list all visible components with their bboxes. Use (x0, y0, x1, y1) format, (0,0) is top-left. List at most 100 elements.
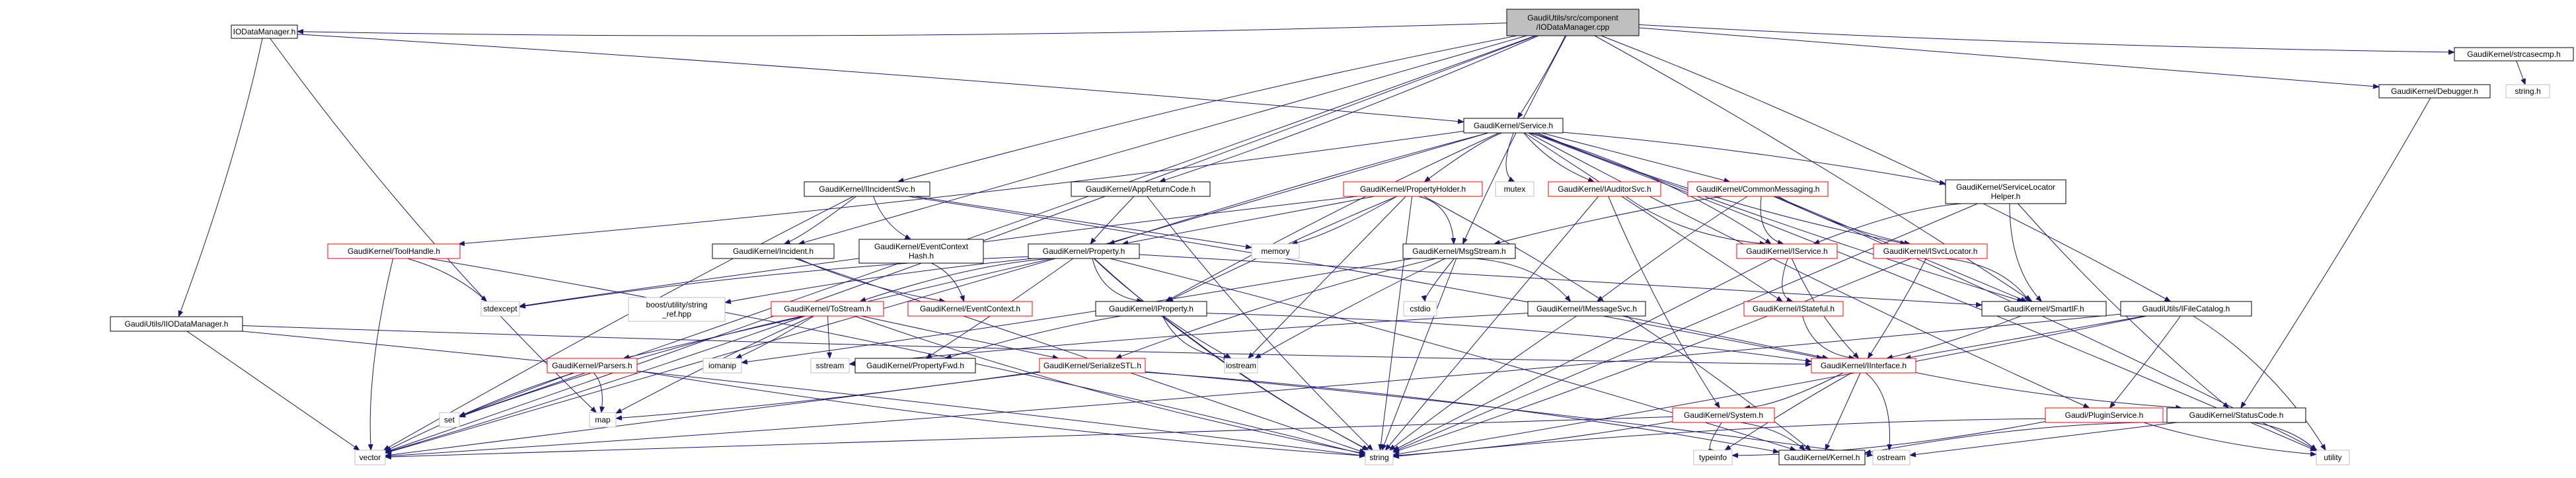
edge-Parsers-to-string (636, 370, 1366, 458)
node-label: stdexcept (483, 304, 517, 313)
node-cstdio: cstdio (1403, 301, 1437, 317)
node-label: vector (360, 453, 381, 462)
edge-Property-to-boost_string_ref (724, 258, 1034, 304)
node-box (1028, 243, 1140, 259)
node-box (327, 243, 461, 259)
node-IService[interactable]: GaudiKernel/IService.h (1736, 243, 1838, 259)
node-box (628, 297, 726, 322)
node-AppReturnCode[interactable]: GaudiKernel/AppReturnCode.h (1071, 181, 1211, 197)
node-box (810, 358, 850, 374)
edge-Service-to-PluginService (1528, 132, 2090, 409)
edge-IProperty-to-string (1162, 315, 1369, 451)
node-label: GaudiKernel/ISvcLocator.h (1883, 247, 1978, 256)
node-PropertyFwd[interactable]: GaudiKernel/PropertyFwd.h (854, 358, 976, 374)
node-IStateful[interactable]: GaudiKernel/IStateful.h (1743, 301, 1844, 317)
edge-root-to-IIncidentSvc (897, 35, 1517, 183)
node-label: typeinfo (1699, 453, 1727, 462)
node-label: Gaudi/PluginService.h (2065, 411, 2144, 420)
node-label: GaudiKernel/IProperty.h (1109, 304, 1193, 313)
edge-IAuditorSvc-to-IService (1626, 196, 1766, 247)
node-box (547, 358, 638, 374)
node-PluginService[interactable]: Gaudi/PluginService.h (2045, 407, 2164, 423)
edge-IFileCatalog-to-utility (2193, 315, 2326, 451)
node-mutex: mutex (1495, 181, 1534, 197)
node-label: GaudiKernel/EventContext (874, 242, 969, 251)
node-CommonMessaging[interactable]: GaudiKernel/CommonMessaging.h (1687, 181, 1829, 197)
node-IODataManager_h[interactable]: IODataManager.h (231, 24, 298, 39)
node-box (1736, 243, 1838, 259)
node-box (1402, 243, 1516, 259)
node-box (858, 239, 984, 264)
node-root[interactable]: GaudiUtils/src/component/IODataManager.c… (1506, 9, 1640, 36)
edge-Service-to-ServiceLocatorHelper (1562, 132, 1946, 186)
node-Kernel[interactable]: GaudiKernel/Kernel.h (1778, 450, 1866, 465)
node-set: set (439, 412, 460, 428)
node-IIncidentSvc[interactable]: GaudiKernel/IIncidentSvc.h (804, 181, 930, 197)
node-label: cstdio (1410, 304, 1431, 313)
node-box (1365, 450, 1394, 465)
node-label: GaudiKernel/Kernel.h (1784, 453, 1860, 462)
edge-root-to-Service (1517, 35, 1566, 119)
node-IIODataManager[interactable]: GaudiUtils/IIODataManager.h (110, 316, 243, 332)
node-box (854, 358, 976, 374)
node-PropertyHolder[interactable]: GaudiKernel/PropertyHolder.h (1343, 181, 1483, 197)
edge-IIncidentSvc-to-EventContextHash (873, 196, 912, 240)
node-Debugger[interactable]: GaudiKernel/Debugger.h (2378, 84, 2491, 99)
edge-Property-to-SmartIF (1139, 254, 1983, 307)
edge-IInterface-to-ostream (1866, 372, 1893, 451)
node-MsgStream[interactable]: GaudiKernel/MsgStream.h (1402, 243, 1516, 259)
node-IFileCatalog[interactable]: GaudiUtils/IFileCatalog.h (2120, 301, 2252, 317)
node-box (1872, 450, 1911, 465)
node-Incident[interactable]: GaudiKernel/Incident.h (712, 243, 835, 259)
node-label: GaudiKernel/Property.h (1043, 247, 1125, 256)
node-label: GaudiKernel/Parsers.h (552, 361, 632, 370)
node-box (1527, 301, 1646, 317)
edge-PropertyHolder-to-string (1378, 196, 1413, 451)
node-box (354, 450, 386, 465)
edge-Service-to-vector (385, 132, 1489, 454)
node-box (712, 243, 835, 259)
node-label: ostream (1877, 453, 1905, 462)
node-box (2505, 84, 2550, 99)
edge-IIncidentSvc-to-memory (915, 196, 1252, 250)
edge-IAuditorSvc-to-string (1384, 196, 1599, 451)
edge-MsgStream-to-iostream (1254, 258, 1446, 359)
edge-Service-to-utility (1531, 132, 2317, 452)
edge-IIODataManager-to-string (242, 331, 1366, 458)
node-EventContext[interactable]: GaudiKernel/EventContext.h (907, 301, 1033, 317)
node-label: GaudiKernel/IMessageSvc.h (1536, 304, 1637, 313)
node-memory: memory (1251, 243, 1300, 259)
node-ToolHandle[interactable]: GaudiKernel/ToolHandle.h (327, 243, 461, 259)
node-ISvcLocator[interactable]: GaudiKernel/ISvcLocator.h (1873, 243, 1988, 259)
node-SmartIF[interactable]: GaudiKernel/SmartIF.h (1981, 301, 2107, 317)
node-label: GaudiKernel/IInterface.h (1821, 361, 1907, 370)
node-IAuditorSvc[interactable]: GaudiKernel/IAuditorSvc.h (1548, 181, 1661, 197)
edge-IIODataManager-to-vector (186, 331, 360, 451)
node-box (1506, 9, 1640, 36)
node-ToStream[interactable]: GaudiKernel/ToStream.h (771, 301, 884, 317)
node-StatusCode[interactable]: GaudiKernel/StatusCode.h (2166, 407, 2306, 423)
node-label: _ref.hpp (662, 309, 691, 319)
edge-IODataManager_h-to-Service (297, 34, 1464, 124)
edge-ToolHandle-to-string (428, 258, 1366, 456)
node-Property[interactable]: GaudiKernel/Property.h (1028, 243, 1140, 259)
edge-Service-to-PropertyHolder (1423, 132, 1502, 182)
node-IInterface[interactable]: GaudiKernel/IInterface.h (1811, 358, 1916, 374)
node-label: iostream (1226, 361, 1256, 370)
node-box (2378, 84, 2491, 99)
node-label: GaudiKernel/IAuditorSvc.h (1558, 184, 1651, 194)
edge-IAuditorSvc-to-System (1608, 196, 1720, 409)
node-strcasecmp[interactable]: GaudiKernel/strcasecmp.h (2454, 47, 2574, 61)
node-IMessageSvc[interactable]: GaudiKernel/IMessageSvc.h (1527, 301, 1646, 317)
node-Service[interactable]: GaudiKernel/Service.h (1463, 118, 1564, 134)
node-System[interactable]: GaudiKernel/System.h (1672, 407, 1775, 423)
edge-Service-to-SmartIF (1534, 132, 2024, 303)
edge-IIncidentSvc-to-Incident (783, 196, 856, 245)
node-Parsers[interactable]: GaudiKernel/Parsers.h (547, 358, 638, 374)
edge-IMessageSvc-to-sstream (849, 313, 1529, 366)
node-IProperty[interactable]: GaudiKernel/IProperty.h (1095, 301, 1207, 317)
node-label: sstream (816, 361, 845, 370)
node-SerializeSTL[interactable]: GaudiKernel/SerializeSTL.h (1039, 358, 1146, 374)
